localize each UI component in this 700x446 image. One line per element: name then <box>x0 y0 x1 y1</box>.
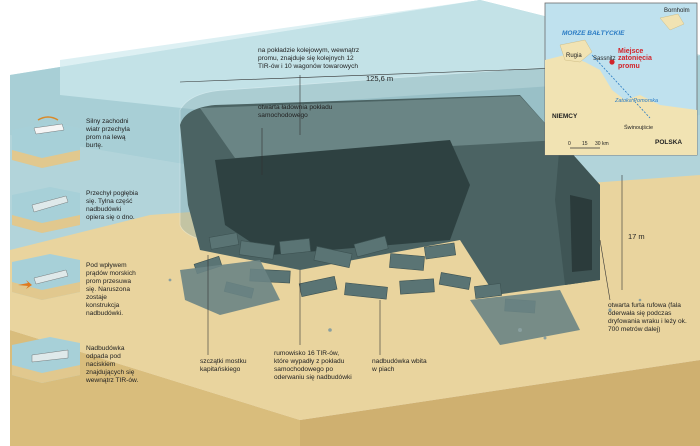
callout-superstructure: nadbudówka wbita w piach <box>372 358 427 374</box>
map-sea-label: MORZE BAŁTYCKIE <box>562 30 625 37</box>
step-1-text: Silny zachodni wiatr przechyla prom na l… <box>86 118 130 150</box>
map-bay-label: Zatoka Pomorska <box>615 98 659 104</box>
map-rugia <box>559 39 593 63</box>
car-deck-opening <box>215 140 470 255</box>
superstructure-plate <box>470 290 580 345</box>
step-panel-2 <box>12 187 80 233</box>
callout-open-hatch: otwarta ładownia pokładu samochodowego <box>258 104 333 120</box>
truck-debris <box>193 232 536 314</box>
step-4-text: Nadbudówka odpada pod naciskiem znajdują… <box>86 345 139 385</box>
seabed-front-face <box>10 330 300 446</box>
step-3-text: Pod wpływem prądów morskich prom przesuw… <box>86 262 136 318</box>
callout-trucks: rumowisko 16 TIR-ów, które wypadły z pok… <box>274 350 352 382</box>
map-site-label-line2: zatonięcia <box>618 55 652 63</box>
wreck-site-marker <box>609 59 615 65</box>
bridge-debris-plate <box>180 260 280 315</box>
step-panel-4 <box>12 337 80 383</box>
length-label: 125,6 m <box>366 74 394 83</box>
water-surface-waves <box>60 0 700 110</box>
map-bornholm <box>659 13 685 31</box>
map-scale-30: 30 km <box>595 141 609 147</box>
inset-map <box>544 2 698 156</box>
step-2-text: Przechył pogłębia się. Tylna część nadbu… <box>86 190 139 222</box>
seabed-right-face <box>300 360 700 446</box>
length-dimension-line <box>179 67 561 83</box>
callout-top-deck: na pokładzie kolejowym, wewnątrz promu, … <box>258 47 360 71</box>
map-land-west <box>545 55 697 155</box>
step-panel-3 <box>12 254 80 300</box>
callout-bridge-debris: szczątki mostku kapitańskiego <box>200 358 247 374</box>
map-sassnitz-label: Sassnitz <box>593 56 616 62</box>
map-germany-label: NIEMCY <box>552 113 578 120</box>
seabed-scatter <box>168 278 642 340</box>
step-panel-1 <box>12 116 80 168</box>
map-swinoujscie-label: Świnoujście <box>624 125 654 131</box>
map-site-label-line1: Miejsce <box>618 48 644 55</box>
callout-stern-gate: otwarta furta rufowa (fala oderwała się … <box>608 302 687 334</box>
map-site-label-line3: promu <box>618 62 640 70</box>
map-scale-15: 15 <box>582 141 588 147</box>
wreck-top-deck <box>200 96 560 158</box>
map-poland-label: POLSKA <box>655 139 683 146</box>
ferry-route <box>591 54 651 119</box>
map-bornholm-label: Bornholm <box>664 8 690 14</box>
map-site-label: Miejsce zatonięcia promu <box>618 48 652 70</box>
height-label: 17 m <box>628 232 645 241</box>
map-scale-0: 0 <box>568 141 571 147</box>
stern-gate <box>570 195 592 272</box>
map-rugia-label: Rugia <box>566 53 582 59</box>
callout-leaders <box>207 75 611 355</box>
